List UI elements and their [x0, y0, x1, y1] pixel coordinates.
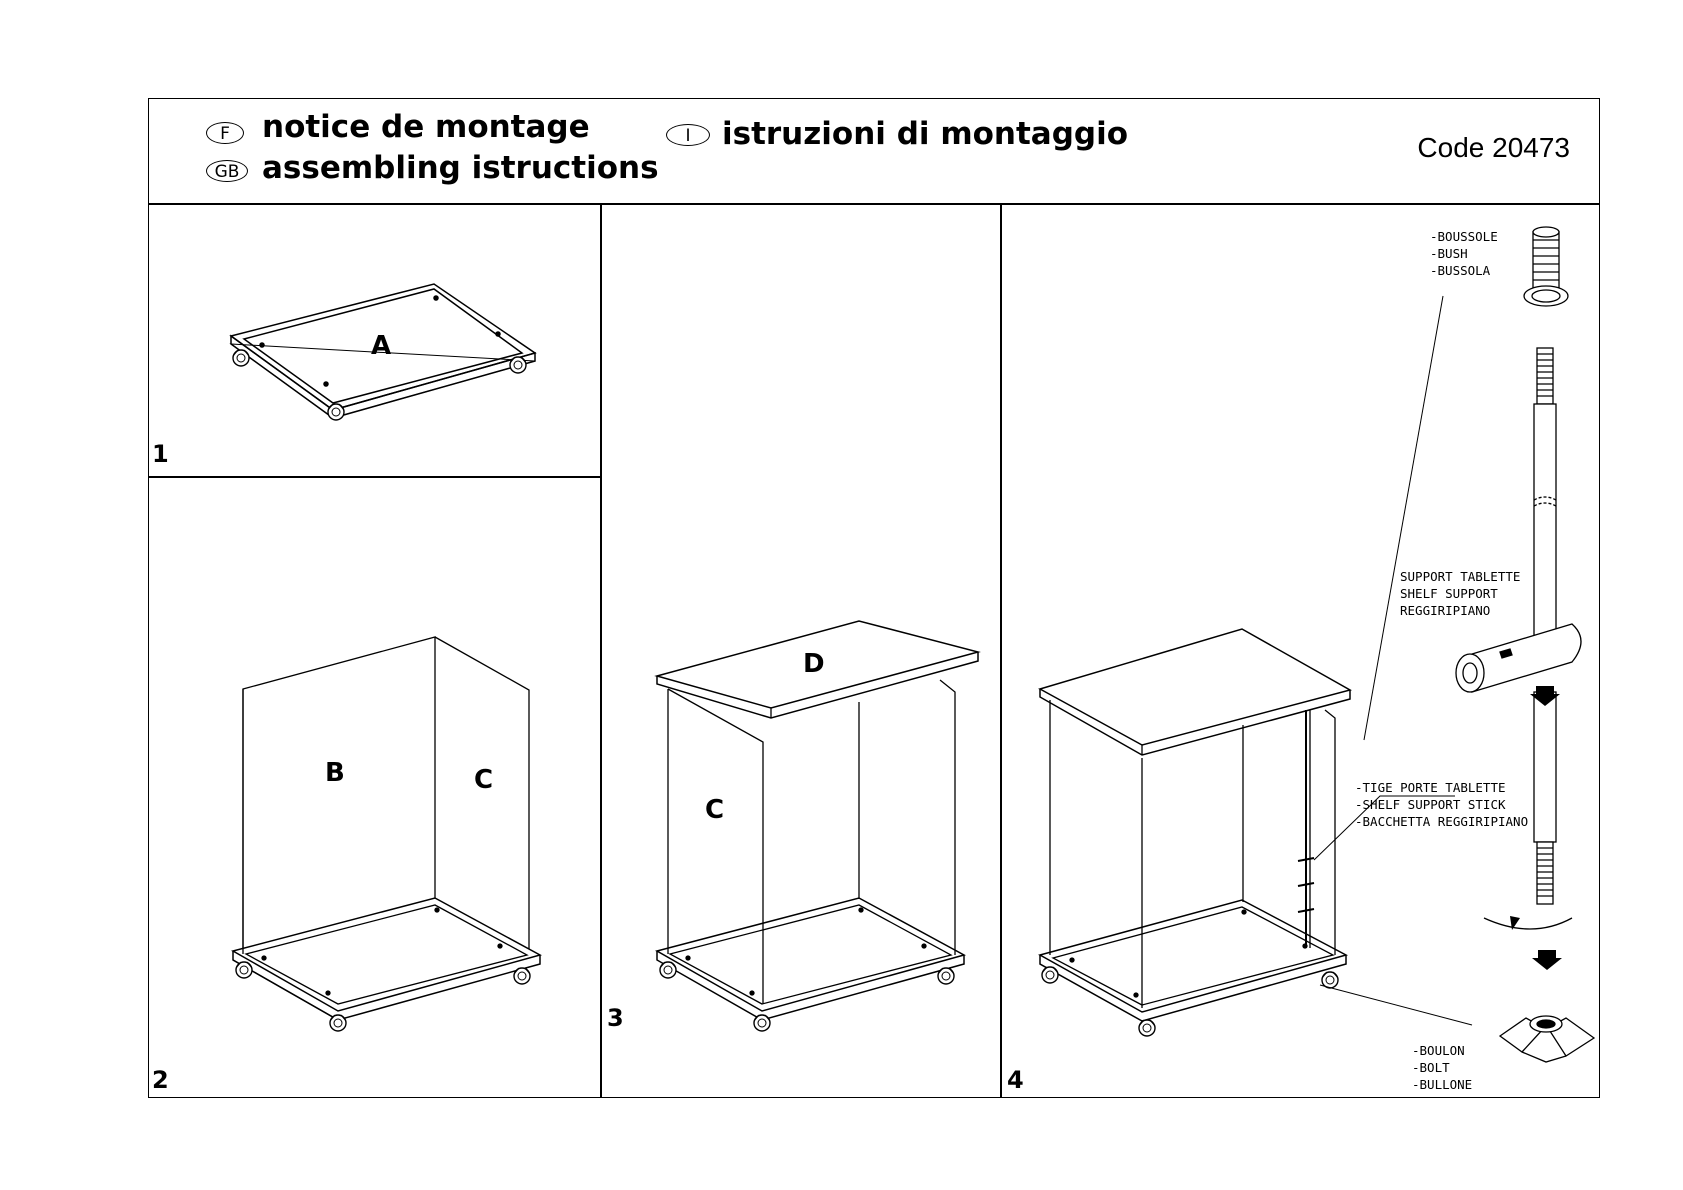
step-number-4: 4: [1007, 1066, 1024, 1094]
part-label-c-step3: C: [705, 795, 724, 825]
callout-shelf-support-en: SHELF SUPPORT: [1400, 586, 1498, 601]
shelf-support-part-drawing: [1455, 347, 1582, 970]
part-label-d: D: [803, 649, 825, 679]
title-french: notice de montage: [262, 109, 590, 145]
title-italian: istruzioni di montaggio: [722, 116, 1129, 152]
callout-shelf-support-fr: SUPPORT TABLETTE: [1400, 569, 1521, 584]
lang-badge-gb: GB: [206, 160, 248, 182]
part-label-c-step2: C: [474, 765, 493, 795]
callout-bush-it: -BUSSOLA: [1430, 263, 1491, 278]
callout-support-stick-en: -SHELF SUPPORT STICK: [1355, 797, 1506, 812]
step4-assembled-drawing: [1038, 295, 1473, 1037]
bush-part-drawing: [1523, 226, 1569, 307]
lang-badge-i: I: [666, 124, 710, 146]
callout-shelf-support-it: REGGIRIPIANO: [1400, 603, 1491, 618]
step2-panels-drawing: [231, 636, 542, 1032]
lang-badge-f: F: [206, 122, 244, 144]
title-english: assembling istructions: [262, 150, 659, 186]
step3-top-drawing: [654, 620, 981, 1032]
part-label-b: B: [325, 758, 345, 788]
step-number-1: 1: [152, 440, 169, 468]
code-wrap: Code 20473: [1300, 132, 1570, 166]
column-divider-2: [1000, 203, 1002, 1098]
callout-bolt-en: -BOLT: [1412, 1060, 1450, 1075]
row-divider: [148, 476, 600, 478]
product-code: Code 20473: [1417, 132, 1570, 163]
callout-bush: -BOUSSOLE -BUSH -BUSSOLA: [1430, 228, 1498, 279]
column-divider-1: [600, 203, 602, 1098]
callout-support-stick-it: -BACCHETTA REGGIRIPIANO: [1355, 814, 1529, 829]
callout-bolt-it: -BULLONE: [1412, 1077, 1473, 1092]
callout-bolt-fr: -BOULON: [1412, 1043, 1465, 1058]
callout-bolt: -BOULON -BOLT -BULLONE: [1412, 1042, 1472, 1093]
callout-support-stick: -TIGE PORTE TABLETTE -SHELF SUPPORT STIC…: [1355, 779, 1528, 830]
part-label-a: A: [371, 331, 391, 361]
callout-bush-en: -BUSH: [1430, 246, 1468, 261]
bolt-part-drawing: [1498, 1015, 1596, 1063]
instruction-sheet-frame: [148, 98, 1600, 1098]
callout-support-stick-fr: -TIGE PORTE TABLETTE: [1355, 780, 1506, 795]
header-divider: [148, 203, 1600, 205]
callout-bush-fr: -BOUSSOLE: [1430, 229, 1498, 244]
step-number-3: 3: [607, 1004, 624, 1032]
step1-base-drawing: [229, 283, 537, 421]
callout-shelf-support: SUPPORT TABLETTE SHELF SUPPORT REGGIRIPI…: [1400, 568, 1520, 619]
step-number-2: 2: [152, 1066, 169, 1094]
